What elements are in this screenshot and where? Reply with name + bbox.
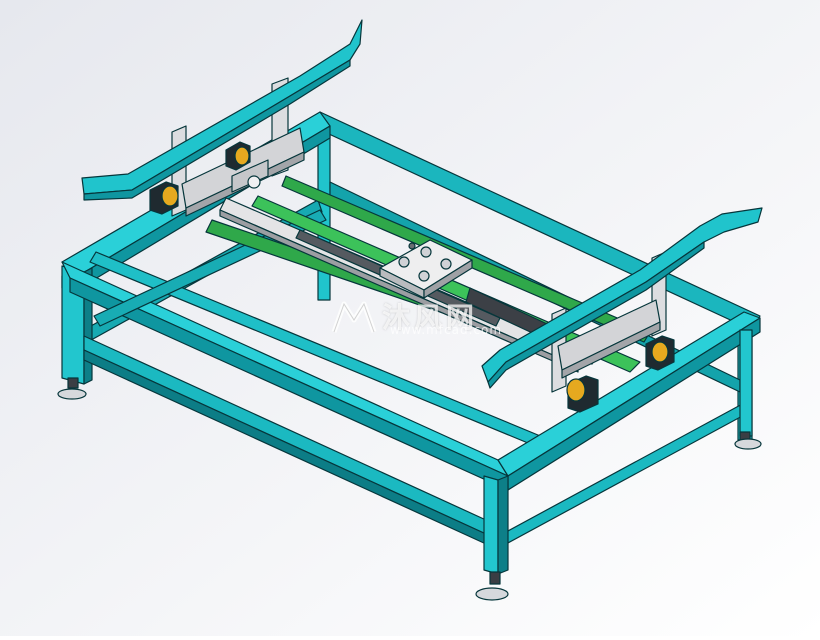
- right-bracket-assembly: [481, 207, 763, 393]
- left-bearings: [149, 141, 251, 215]
- foot-front-right: [475, 571, 509, 601]
- post-back-right: [739, 329, 753, 437]
- right-bearings: [566, 335, 675, 413]
- frame-right-side: [497, 311, 761, 545]
- post-front-right: [483, 475, 509, 575]
- left-bracket-assembly: [81, 19, 363, 217]
- slide-carriage: [379, 239, 473, 299]
- frame-front-rails: [61, 209, 551, 545]
- foot-front-left: [57, 377, 87, 400]
- foot-back-right: [734, 431, 762, 450]
- leveling-feet: [57, 377, 762, 601]
